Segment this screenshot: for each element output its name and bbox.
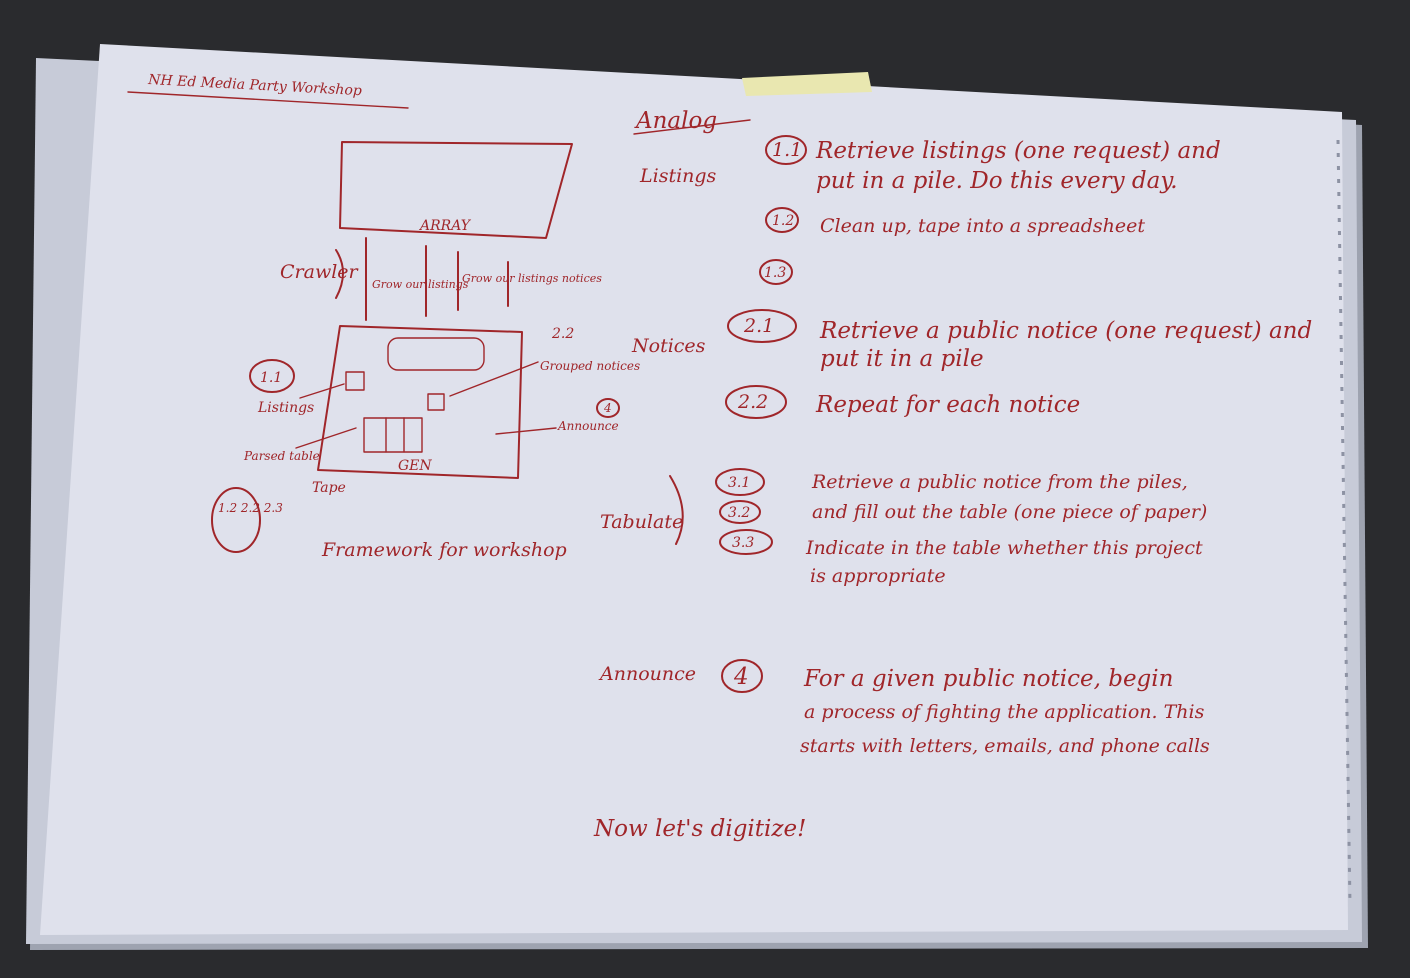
circle-4: [596, 398, 620, 418]
small-square-1: [345, 371, 365, 391]
step-circle-2-1: [727, 309, 797, 343]
crawler-brace: [335, 249, 344, 299]
step-num-1-2: 1.2: [772, 213, 794, 229]
step-1-1-line-2: put in a pile. Do this every day.: [816, 168, 1178, 194]
step-2-2-line-1: Repeat for each notice: [815, 392, 1080, 418]
listings-label: Listings: [257, 400, 314, 416]
array-box: [339, 141, 573, 239]
crawler-label: Crawler: [280, 261, 360, 283]
gen-label: GEN: [398, 458, 432, 474]
spiral-loops: [1336, 139, 1352, 906]
closing-note: Now let's digitize!: [593, 816, 806, 842]
num-2-2: 2.2: [551, 326, 574, 342]
tape-label: Tape: [312, 480, 346, 496]
gen-box: [317, 325, 523, 479]
spiral-binding: [1336, 139, 1352, 906]
table-block: [363, 417, 423, 453]
step-num-2-2: 2.2: [737, 391, 768, 413]
parsed-arrow: [295, 427, 357, 449]
title-underline: [127, 91, 409, 109]
step-2-1-line-1: Retrieve a public notice (one request) a…: [819, 318, 1312, 344]
small-square-2: [427, 393, 445, 411]
step-circle-3-1: [715, 468, 765, 496]
tabulate-brace: [669, 475, 684, 545]
step-circle-1-2: [765, 207, 799, 233]
num-4: 4: [603, 401, 612, 415]
tape-strip: [742, 72, 872, 96]
announce-arrow: [495, 427, 557, 435]
step-3-3-line-2: is appropriate: [810, 565, 946, 587]
parsed-label: Parsed table: [243, 449, 320, 463]
sub-circle: [211, 487, 261, 553]
listings-arrow: [299, 383, 345, 399]
step-circle-2-2: [725, 385, 787, 419]
grouped-notices: Grouped notices: [540, 359, 640, 373]
side-label-notices: Notices: [631, 335, 706, 357]
side-label-tabulate: Tabulate: [600, 511, 683, 533]
step-4-line-1: For a given public notice, begin: [803, 666, 1173, 692]
analog-list: Analog Listings 1.1 Retrieve listings (o…: [593, 108, 1312, 842]
side-label-listings: Listings: [639, 165, 717, 187]
grouped-scribble: [387, 337, 485, 371]
analog-heading: Analog: [634, 108, 717, 134]
step-circle-1-3: [759, 259, 793, 285]
step-circle-3-3: [719, 529, 773, 555]
step-num-3-2: 3.2: [728, 505, 750, 521]
step-num-3-3: 3.3: [732, 535, 754, 551]
notices-arrow: [449, 361, 539, 397]
sub-numbers: 1.2 2.2 2.3: [218, 501, 283, 515]
step-1-1-line-1: Retrieve listings (one request) and: [815, 138, 1221, 164]
step-1-2-line-1: Clean up, tape into a spreadsheet: [820, 215, 1145, 237]
step-4-line-3: starts with letters, emails, and phone c…: [800, 735, 1210, 757]
announce-label: Announce: [557, 419, 619, 433]
arrow-note-right: Grow our listings notices: [462, 272, 602, 285]
step-num-1-3: 1.3: [764, 265, 786, 281]
step-circle-3-2: [719, 500, 761, 524]
step-num-1-1: 1.1: [772, 139, 802, 161]
step-num-4: 4: [733, 664, 749, 690]
step-num-3-1: 3.1: [728, 475, 750, 491]
num-1-1: 1.1: [260, 370, 282, 386]
analog-underline: [633, 119, 751, 135]
arrow-note-left: Grow our listings: [372, 278, 469, 291]
step-num-2-1: 2.1: [743, 315, 774, 337]
step-4-line-2: a process of fighting the application. T…: [804, 701, 1205, 723]
step-circle-4: [721, 659, 763, 693]
side-label-announce: Announce: [598, 663, 696, 685]
workshop-diagram: ARRAY Crawler Grow our listings Grow our…: [211, 141, 640, 561]
step-3-1-line-1: Retrieve a public notice from the piles,: [811, 471, 1188, 493]
frame-note: Framework for workshop: [321, 539, 567, 561]
step-circle-1-1: [765, 135, 807, 165]
step-3-3-line-1: Indicate in the table whether this proje…: [805, 537, 1203, 559]
circle-1-1: [249, 359, 295, 393]
array-label: ARRAY: [418, 218, 472, 234]
step-3-2-line-1: and fill out the table (one piece of pap…: [812, 501, 1207, 523]
step-2-1-line-2: put it in a pile: [820, 346, 984, 372]
